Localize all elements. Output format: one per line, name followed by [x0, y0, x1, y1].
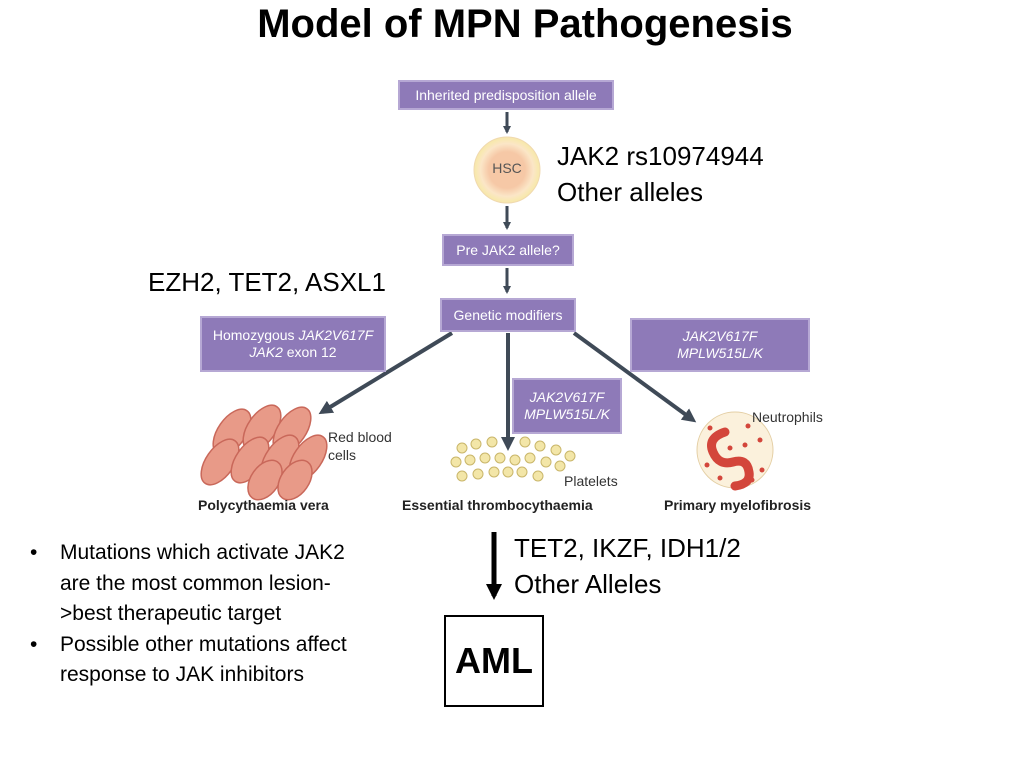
genetic-modifiers-label: Genetic modifiers	[453, 306, 563, 323]
pv-mut-exon: exon 12	[282, 344, 337, 360]
bullet-list: Mutations which activate JAK2 are the mo…	[30, 538, 350, 691]
pmf-mut-line1: JAK2V617F	[682, 328, 758, 344]
arrow-to-pmf	[572, 331, 697, 423]
pre-jak2-box: Pre JAK2 allele?	[442, 234, 574, 266]
et-caption: Essential thrombocythaemia	[402, 497, 593, 513]
inherited-allele-label: Inherited predisposition allele	[415, 86, 597, 103]
pv-mut-italic: JAK2V617F	[298, 327, 374, 343]
aml-box: AML	[444, 615, 544, 707]
other-alleles-line: Other alleles	[557, 177, 703, 207]
page-title: Model of MPN Pathogenesis	[257, 2, 793, 46]
arrow-to-pv	[318, 331, 454, 415]
pmf-caption: Primary myelofibrosis	[664, 497, 812, 513]
hsc-label: HSC	[492, 160, 522, 176]
et-mut-line2: MPLW515L/K	[524, 406, 610, 422]
pv-mut-plain: Homozygous	[212, 327, 299, 343]
et-mutations-box: JAK2V617F MPLW515L/K	[512, 378, 622, 434]
platelets-illustration	[450, 436, 576, 482]
hsc-cell	[473, 136, 541, 204]
pmf-mut-line2: MPLW515L/K	[677, 345, 763, 361]
pv-mut-jak2: JAK2	[249, 344, 283, 360]
pre-jak2-label: Pre JAK2 allele?	[456, 241, 560, 258]
jak2-rs-line: JAK2 rs10974944	[557, 141, 764, 171]
aml-drivers-annotation: TET2, IKZF, IDH1/2 Other Alleles	[514, 530, 741, 602]
platelets-label: Platelets	[564, 473, 618, 489]
bullet-item: Mutations which activate JAK2 are the mo…	[30, 538, 350, 630]
aml-drivers-line2: Other Alleles	[514, 569, 662, 599]
genetic-modifiers-box: Genetic modifiers	[440, 298, 576, 332]
neutrophils-illustration	[696, 411, 774, 491]
pv-mutations-box: Homozygous JAK2V617F JAK2 exon 12	[200, 316, 386, 372]
bullet-item: Possible other mutations affect response…	[30, 630, 350, 691]
jak2-alleles-annotation: JAK2 rs10974944 Other alleles	[557, 138, 764, 210]
pmf-mutations-box: JAK2V617F MPLW515L/K	[630, 318, 810, 372]
inherited-allele-box: Inherited predisposition allele	[398, 80, 614, 110]
aml-drivers-line1: TET2, IKZF, IDH1/2	[514, 533, 741, 563]
ezh2-annotation: EZH2, TET2, ASXL1	[148, 267, 386, 297]
neutrophils-label: Neutrophils	[752, 409, 823, 425]
et-mut-line1: JAK2V617F	[529, 389, 605, 405]
pv-caption: Polycythaemia vera	[198, 497, 329, 513]
red-blood-cells-illustration	[200, 404, 328, 501]
rbc-label: Red blood cells	[328, 429, 392, 463]
